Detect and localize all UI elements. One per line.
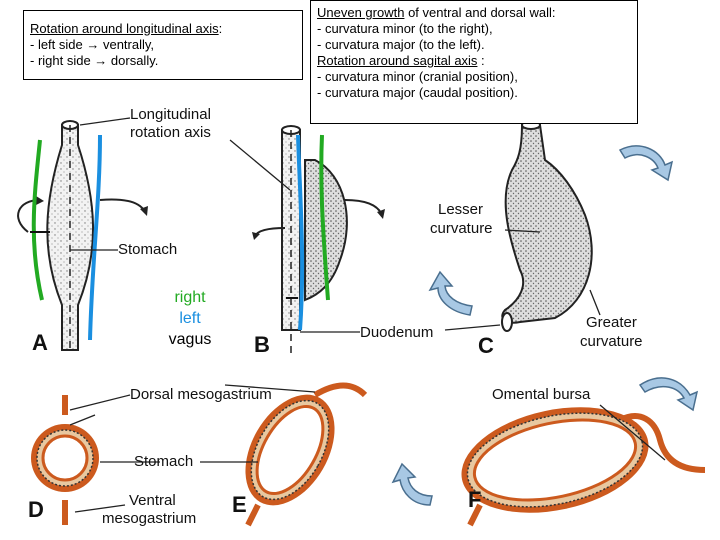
growth-rotation-textbox: Uneven growth of ventral and dorsal wall… bbox=[310, 0, 638, 124]
panel-letter-c: C bbox=[478, 333, 494, 358]
duodenum-label: Duodenum bbox=[360, 324, 434, 341]
panel-letter-a: A bbox=[32, 330, 48, 355]
panel-letter-b: B bbox=[254, 332, 270, 357]
stomach-d-shape bbox=[31, 395, 99, 525]
stomach-f-shape bbox=[461, 407, 706, 527]
textbox2-heading2: Rotation around sagital axis bbox=[317, 53, 478, 68]
vagus-nerve-label: vagus bbox=[168, 331, 212, 348]
stomach-a-label: Stomach bbox=[118, 241, 178, 258]
ventral-mesogastrium-label: Ventral mesogastrium bbox=[102, 492, 196, 528]
textbox2-heading1: Uneven growth bbox=[317, 5, 405, 20]
stomach-b-shape bbox=[281, 125, 348, 355]
stomach-d-label: Stomach bbox=[134, 453, 194, 470]
panel-letter-d: D bbox=[28, 497, 44, 522]
textbox1-heading: Rotation around longitudinal axis bbox=[30, 21, 219, 36]
rotation-arrow-c-top bbox=[618, 145, 674, 182]
greater-curvature-label: Greater curvature bbox=[580, 313, 643, 351]
lesser-curvature-label: Lesser curvature bbox=[430, 200, 493, 238]
textbox2-heading2-suffix: : bbox=[477, 53, 485, 68]
omental-bursa-label: Omental bursa bbox=[492, 386, 591, 403]
panel-letter-f: F bbox=[468, 487, 482, 512]
textbox2-line1: - curvatura minor (to the right), bbox=[317, 21, 493, 36]
rotation-arrow-f-top bbox=[638, 377, 699, 412]
vagus-legend: right left vagus bbox=[150, 287, 230, 355]
textbox2-heading1-line: Uneven growth of ventral and dorsal wall… bbox=[317, 5, 631, 21]
greater-curvature-label-line2: curvature bbox=[580, 333, 643, 350]
textbox1-line2: - right side → dorsally. bbox=[30, 53, 159, 68]
stomach-a-shape bbox=[46, 120, 95, 351]
textbox2-line3: - curvatura minor (cranial position), bbox=[317, 69, 518, 84]
longitudinal-rotation-textbox: Rotation around longitudinal axis: - lef… bbox=[23, 10, 303, 80]
lesser-curvature-label-line1: Lesser bbox=[438, 201, 484, 218]
longitudinal-axis-label: Longitudinal rotation axis bbox=[130, 106, 211, 142]
greater-curvature-label-line1: Greater bbox=[586, 314, 637, 331]
rotation-arrow-c-bottom bbox=[428, 270, 473, 316]
vagus-left-label: left bbox=[179, 310, 201, 327]
ventral-mesogastrium-label-line1: Ventral bbox=[129, 492, 176, 509]
textbox2-line4: - curvatura major (caudal position). bbox=[317, 85, 518, 100]
textbox1-heading-suffix: : bbox=[218, 21, 223, 36]
textbox2-heading2-line: Rotation around sagital axis : bbox=[317, 53, 631, 69]
vagus-right-label: right bbox=[174, 289, 206, 306]
textbox1-heading-line: Rotation around longitudinal axis: bbox=[30, 21, 296, 37]
lesser-curvature-label-line2: curvature bbox=[430, 220, 493, 237]
dorsal-mesogastrium-label: Dorsal mesogastrium bbox=[130, 386, 272, 403]
textbox1-line1: - left side → ventrally, bbox=[30, 37, 155, 52]
stomach-c-shape bbox=[501, 120, 593, 332]
longitudinal-axis-label-line2: rotation axis bbox=[130, 124, 211, 141]
ventral-mesogastrium-label-line2: mesogastrium bbox=[102, 510, 197, 527]
longitudinal-axis-label-line1: Longitudinal bbox=[130, 106, 211, 123]
textbox2-line2: - curvatura major (to the left). bbox=[317, 37, 485, 52]
panel-letter-e: E bbox=[232, 492, 247, 517]
stomach-e-shape bbox=[245, 382, 368, 527]
textbox2-heading1-suffix: of ventral and dorsal wall: bbox=[404, 5, 556, 20]
rotation-arrow-f-bottom bbox=[391, 462, 433, 506]
